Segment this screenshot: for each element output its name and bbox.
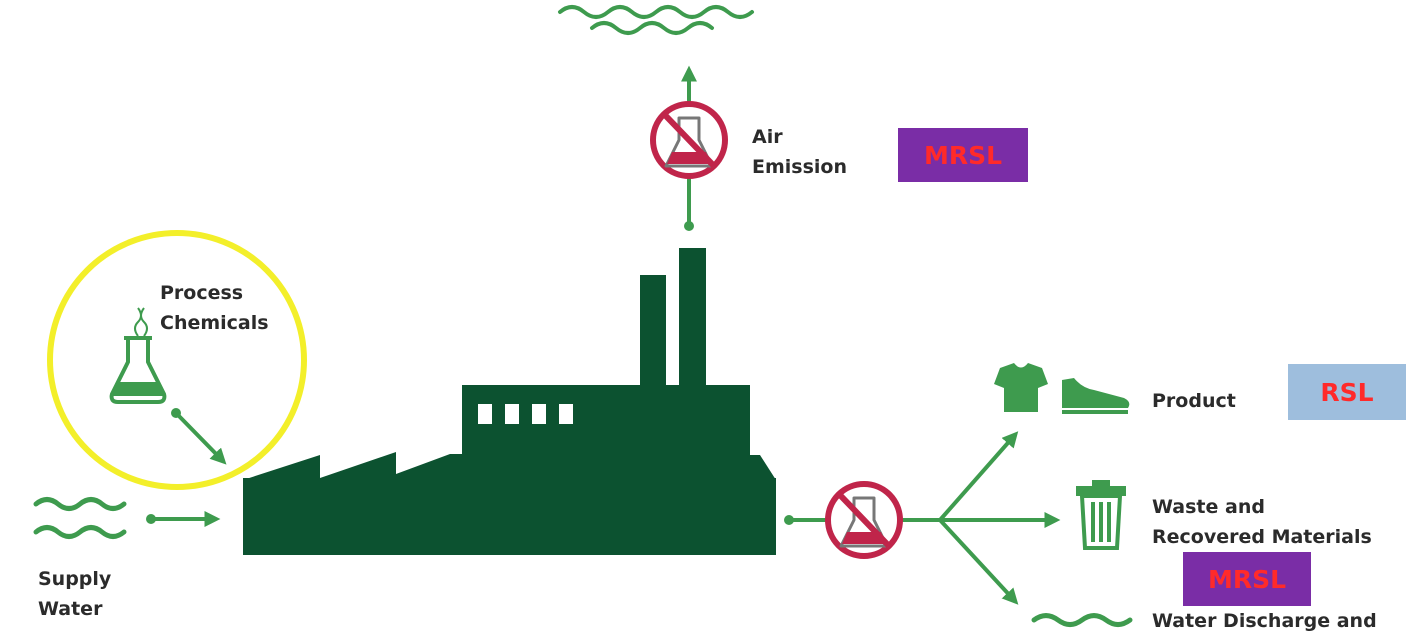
process-chemicals-arrow [171,408,227,465]
process-chemicals-label: Process Chemicals [160,282,269,334]
rsl-badge-product: RSL [1288,364,1406,420]
water-waves-icon [33,497,127,539]
waste-label: Waste and Recovered Materials [1152,496,1372,548]
flask-icon [109,307,167,404]
mrsl-badge-water: MRSL [1183,552,1311,606]
highlight-circle [47,230,307,490]
supply-water-arrow [146,511,221,527]
trash-can-icon [1076,480,1126,550]
shoe-icon [1062,378,1130,414]
mrsl-badge-air: MRSL [898,128,1028,182]
supply-water-label: Supply Water [38,568,112,620]
air-emission-label: Air Emission [752,126,847,178]
water-discharge-label: Water Discharge and [1152,610,1377,632]
no-chemicals-icon [825,481,903,559]
water-discharge-arrow [938,518,1019,605]
factory-icon [243,248,776,555]
output-line [784,515,940,525]
product-label: Product [1152,390,1236,412]
tshirt-icon [994,363,1048,412]
product-arrow [938,431,1019,522]
cloud-waves-icon [558,5,754,35]
no-chemicals-icon [650,101,728,179]
water-waves-icon [1031,613,1133,627]
